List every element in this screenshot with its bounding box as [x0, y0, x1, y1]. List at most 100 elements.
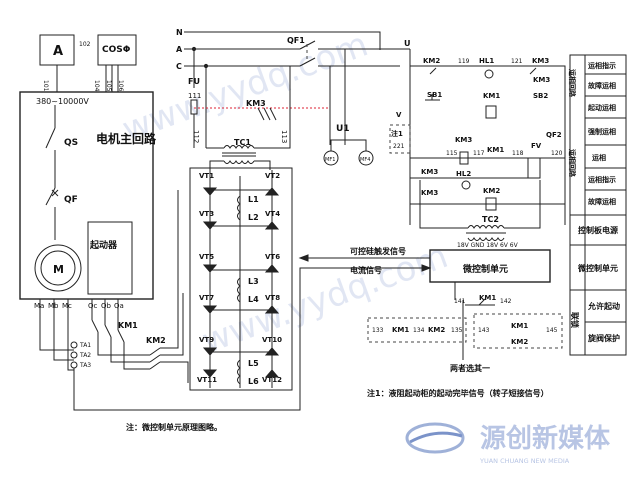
ctl-119: 119 — [458, 58, 470, 65]
v-label: V — [396, 111, 402, 119]
l4-label: L4 — [248, 295, 259, 304]
ctl-km1-coil: KM1 — [483, 92, 500, 100]
vt6-label: VT6 — [265, 253, 280, 261]
il-km2-a: KM2 — [428, 326, 445, 334]
watermark: www.yydq.com www.yydq.com — [117, 24, 453, 361]
num-112: 112 — [192, 130, 200, 143]
legend-group-1: 运相回路 — [568, 69, 577, 98]
legend-r2: 故障运相 — [588, 81, 616, 90]
legend-r4: 强制运相 — [588, 127, 616, 136]
il-133: 133 — [372, 327, 384, 334]
brand-cn: 源创新媒体 — [480, 423, 611, 454]
loop-km2-label: KM2 — [146, 336, 166, 345]
ctl-km1-mid: KM1 — [487, 146, 504, 154]
legend-r8: 控制板电源 — [578, 225, 618, 235]
thyristor-frame — [189, 167, 293, 391]
ta3-label: TA3 — [79, 362, 91, 369]
coil-km1 — [485, 105, 497, 119]
vt-row-6: VT11 VT12 L5 L6 — [197, 359, 282, 386]
ta2-label: TA2 — [79, 352, 91, 359]
ctl-qf2: QF2 — [546, 131, 562, 139]
vt2-label: VT2 — [265, 172, 280, 180]
signal-lines: 可控硅触发信号 电流信号 微控制单元 18V GND 18V 6V 6V TC2 — [298, 180, 551, 283]
vt9-label: VT9 — [199, 336, 214, 344]
ctl-hl2: HL2 — [456, 170, 471, 178]
vt-row-2: VT3 VT4 L1 L2 — [199, 195, 280, 230]
l6-label: L6 — [248, 377, 259, 386]
ctl-121: 121 — [511, 58, 523, 65]
qf1-label: QF1 — [287, 36, 305, 45]
vt-row-5: VT9 VT10 — [199, 336, 282, 356]
qf-label: QF — [64, 195, 78, 205]
ctl-km2-coil: KM2 — [483, 187, 500, 195]
motor-label: M — [53, 263, 64, 276]
mf1-label: MF1 — [325, 157, 335, 163]
u-label: U — [404, 39, 411, 48]
legend-r6: 运相指示 — [588, 175, 616, 184]
l3-label: L3 — [248, 277, 259, 286]
interlock-circuit: 141 KM1 142 133 KM1 134 KM2 135 143 KM1 … — [367, 282, 563, 373]
ctl-117: 117 — [473, 150, 485, 157]
phase-n: N — [176, 28, 183, 37]
ammeter-label: A — [53, 44, 63, 59]
num-105: 105 — [105, 80, 112, 92]
choose-one-label: 两者选其一 — [450, 363, 490, 373]
ctl-hl1: HL1 — [479, 57, 494, 65]
starter-box — [87, 221, 133, 295]
ctl-km3-a: KM3 — [532, 57, 549, 65]
legend-r3: 起动运相 — [587, 103, 616, 112]
lamp-hl2 — [461, 180, 471, 190]
term-mc: Mc — [62, 302, 72, 310]
term-ma: Ma — [34, 302, 44, 310]
num-102: 102 — [79, 41, 91, 48]
vt1-label: VT1 — [199, 172, 214, 180]
note-micro-omitted: 注：微控制单元原理图略。 — [126, 422, 222, 432]
term-qc: Qc — [88, 302, 98, 310]
brand-logo: 源创新媒体 YUAN CHUANG NEW MEDIA — [405, 422, 611, 465]
brand-en: YUAN CHUANG NEW MEDIA — [479, 457, 570, 465]
phase-a: A — [176, 45, 183, 54]
tc1-label: TC1 — [234, 138, 251, 147]
cosphi-label: COSΦ — [102, 45, 131, 55]
vt10-label: VT10 — [262, 336, 282, 344]
lamp-hl1 — [484, 69, 494, 79]
interlock-option-b — [473, 313, 563, 349]
vt4-label: VT4 — [265, 210, 280, 218]
num-104: 104 — [93, 80, 100, 92]
l5-label: L5 — [248, 359, 259, 368]
num-101: 101 — [42, 80, 49, 92]
ctl-221: 221 — [393, 143, 405, 150]
legend-r10: 允许起动 — [587, 301, 620, 311]
legend-group-2: 运相回路 — [568, 149, 577, 178]
current-signal-label: 电流信号 — [350, 265, 382, 275]
legend-r11: 旋阀保护 — [587, 333, 620, 343]
ctl-sb1: SB1 — [427, 91, 442, 99]
l2-label: L2 — [248, 213, 259, 222]
il-134: 134 — [413, 327, 425, 334]
watermark-url-b: www.yydq.com — [197, 236, 453, 362]
il-km1-top: KM1 — [479, 294, 496, 302]
num-113: 113 — [280, 130, 288, 143]
il-km1-a: KM1 — [392, 326, 409, 334]
vt7-label: VT7 — [199, 294, 214, 302]
motor-main-circuit: A COSΦ 102 101 104 105 106 380~10000V 电机… — [19, 34, 157, 310]
il-km1-b: KM1 — [511, 322, 528, 330]
micro-unit-label: 微控制单元 — [462, 263, 508, 275]
ctl-115: 115 — [446, 150, 458, 157]
control-circuit: KM2 119 HL1 121 KM3 KM3 SB2 SB1 KM1 V 注1… — [389, 49, 566, 225]
vt5-label: VT5 — [199, 253, 214, 261]
term-qb: Qb — [101, 302, 112, 310]
fv-label: FV — [531, 142, 542, 150]
micro-control-unit — [429, 249, 551, 283]
supply-bus: N A C QF1 U FU 111 112 113 KM3 — [176, 28, 411, 170]
motor-main-frame — [19, 91, 154, 300]
motor-circuit-title: 电机主回路 — [96, 131, 157, 146]
legend-group-3: 联锁 — [570, 312, 580, 328]
il-145: 145 — [546, 327, 558, 334]
ctl-km3-low2: KM3 — [421, 189, 438, 197]
legend-table: 运相回路 运相指示 故障运相 起动运相 强制运相 运相回路 运相 运相指示 故障… — [568, 54, 627, 356]
fu-num: 111 — [188, 92, 201, 100]
loop-km1-label: KM1 — [118, 321, 138, 330]
interlock-option-a — [367, 317, 467, 343]
